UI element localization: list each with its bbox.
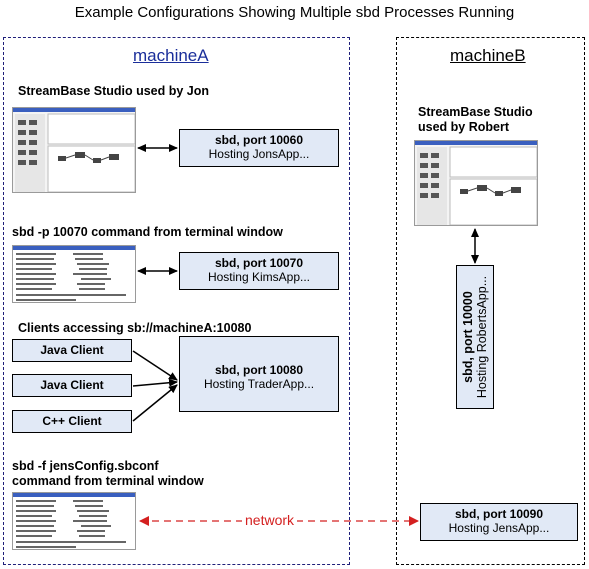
terminal-caption: sbd -p 10070 command from terminal windo…: [12, 225, 283, 239]
studio-robert-screenshot: [414, 140, 538, 226]
box-subtitle: Hosting KimsApp...: [207, 270, 311, 284]
java-client-2: Java Client: [12, 374, 132, 397]
box-subtitle: Hosting JonsApp...: [208, 147, 310, 161]
terminal-thumbnail-graphic: [13, 246, 135, 301]
machineB-label: machineB: [450, 46, 526, 65]
arrow-java-client-1: [132, 350, 178, 381]
machineA-label: machineA: [133, 46, 209, 65]
diagram-title: Example Configurations Showing Multiple …: [74, 4, 515, 21]
studio-jon-caption: StreamBase Studio used by Jon: [18, 84, 210, 98]
network-label: network: [242, 512, 298, 528]
box-subtitle: Hosting TraderApp...: [203, 377, 315, 391]
terminal-screenshot-2: [12, 492, 136, 550]
config-caption-line2: command from terminal window: [12, 474, 204, 488]
studio-robert-thumbnail-graphic: [415, 141, 537, 225]
sbd-port-10090-box: sbd, port 10090 Hosting JensApp...: [420, 503, 578, 541]
clients-caption: Clients accessing sb://machineA:10080: [18, 321, 252, 335]
terminal-thumbnail-graphic-2: [13, 493, 135, 548]
config-caption-line1: sbd -f jensConfig.sbconf: [12, 459, 159, 473]
sbd-port-10060-box: sbd, port 10060 Hosting JonsApp...: [179, 129, 339, 167]
terminal-screenshot-1: [12, 245, 136, 303]
studio-robert-caption-line1: StreamBase Studio: [418, 105, 533, 119]
sbd-port-10000-box: sbd, port 10000 Hosting RobertsApp...: [456, 265, 494, 409]
box-title: sbd, port 10060: [214, 133, 304, 147]
java-client-1: Java Client: [12, 339, 132, 362]
box-title: sbd, port 10090: [454, 507, 544, 521]
box-title: sbd, port 10080: [214, 363, 304, 377]
studio-jon-screenshot: [12, 107, 136, 193]
cpp-client: C++ Client: [12, 410, 132, 433]
studio-robert-caption-line2: used by Robert: [418, 120, 509, 134]
machineB-container: [396, 37, 585, 565]
box-title: sbd, port 10070: [214, 256, 304, 270]
box-subtitle: Hosting JensApp...: [448, 521, 550, 535]
machineA-container: [3, 37, 350, 565]
sbd-port-10080-box: sbd, port 10080 Hosting TraderApp...: [179, 336, 339, 412]
studio-jon-thumbnail-graphic: [13, 108, 135, 192]
arrow-cpp-client: [132, 384, 178, 422]
sbd-port-10070-box: sbd, port 10070 Hosting KimsApp...: [179, 252, 339, 290]
arrow-java-client-2: [132, 378, 178, 387]
